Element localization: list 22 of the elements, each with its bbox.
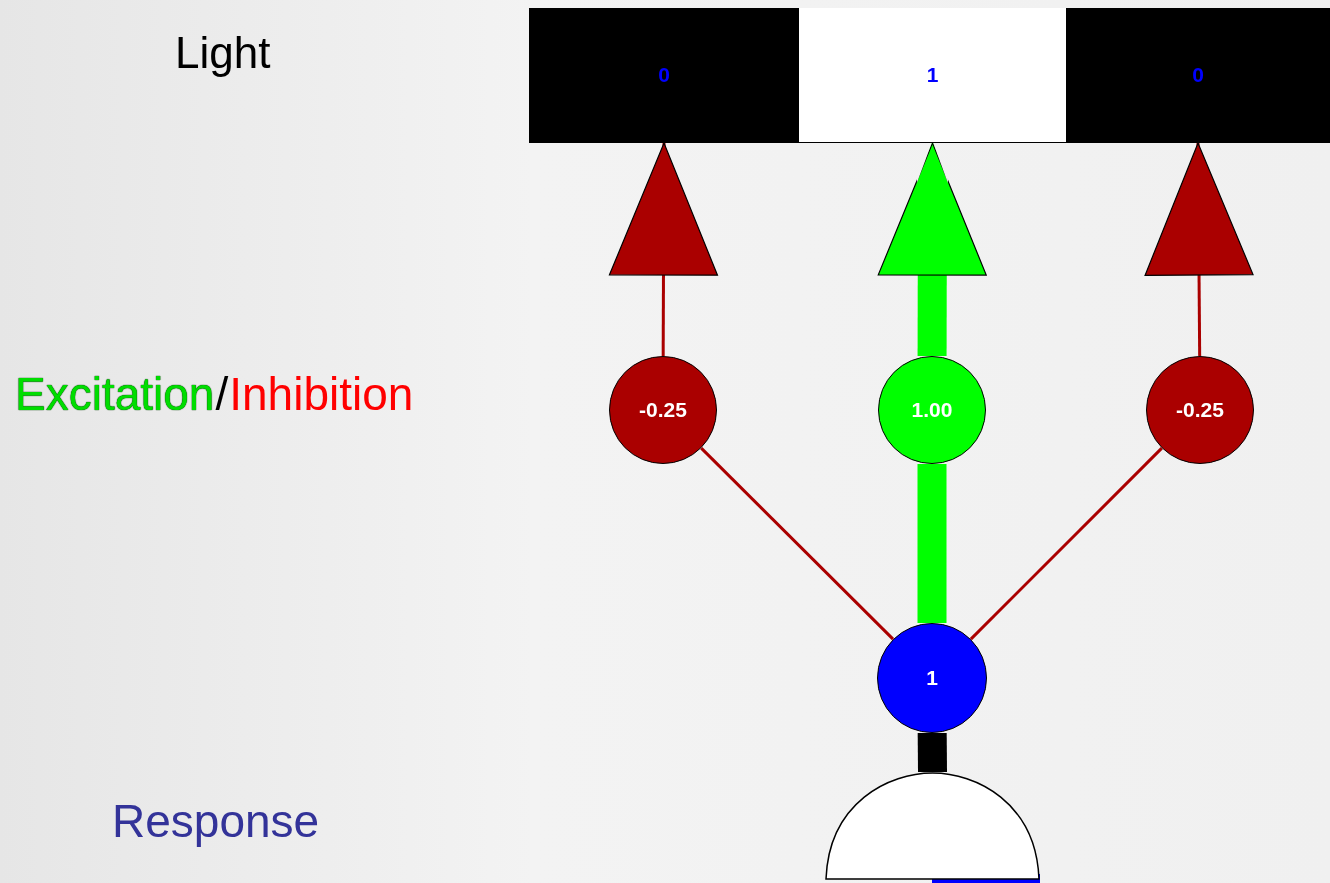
response-dome — [825, 772, 1040, 880]
input-cell — [1066, 8, 1330, 143]
connector-line — [700, 447, 895, 641]
weight-value: 1.00 — [911, 398, 953, 422]
arrow — [1144, 142, 1254, 356]
weight-value: -0.25 — [639, 398, 687, 422]
arrow — [608, 142, 719, 356]
row-label: Inhibition — [229, 367, 414, 421]
separator-slash: / — [215, 367, 229, 421]
connector-line — [917, 732, 947, 773]
input-cell — [529, 8, 799, 143]
arrow — [877, 142, 987, 357]
input-cell — [799, 8, 1066, 143]
connector-line — [969, 447, 1163, 641]
weight-value: 1 — [926, 666, 938, 690]
weight-value: -0.25 — [1176, 398, 1224, 422]
row-label: Excitation — [15, 367, 215, 421]
input-value: 0 — [1192, 63, 1204, 87]
row-label: Light — [175, 28, 271, 78]
input-value: 1 — [926, 63, 939, 87]
input-value: 0 — [658, 63, 670, 87]
row-label: Response — [112, 794, 320, 848]
